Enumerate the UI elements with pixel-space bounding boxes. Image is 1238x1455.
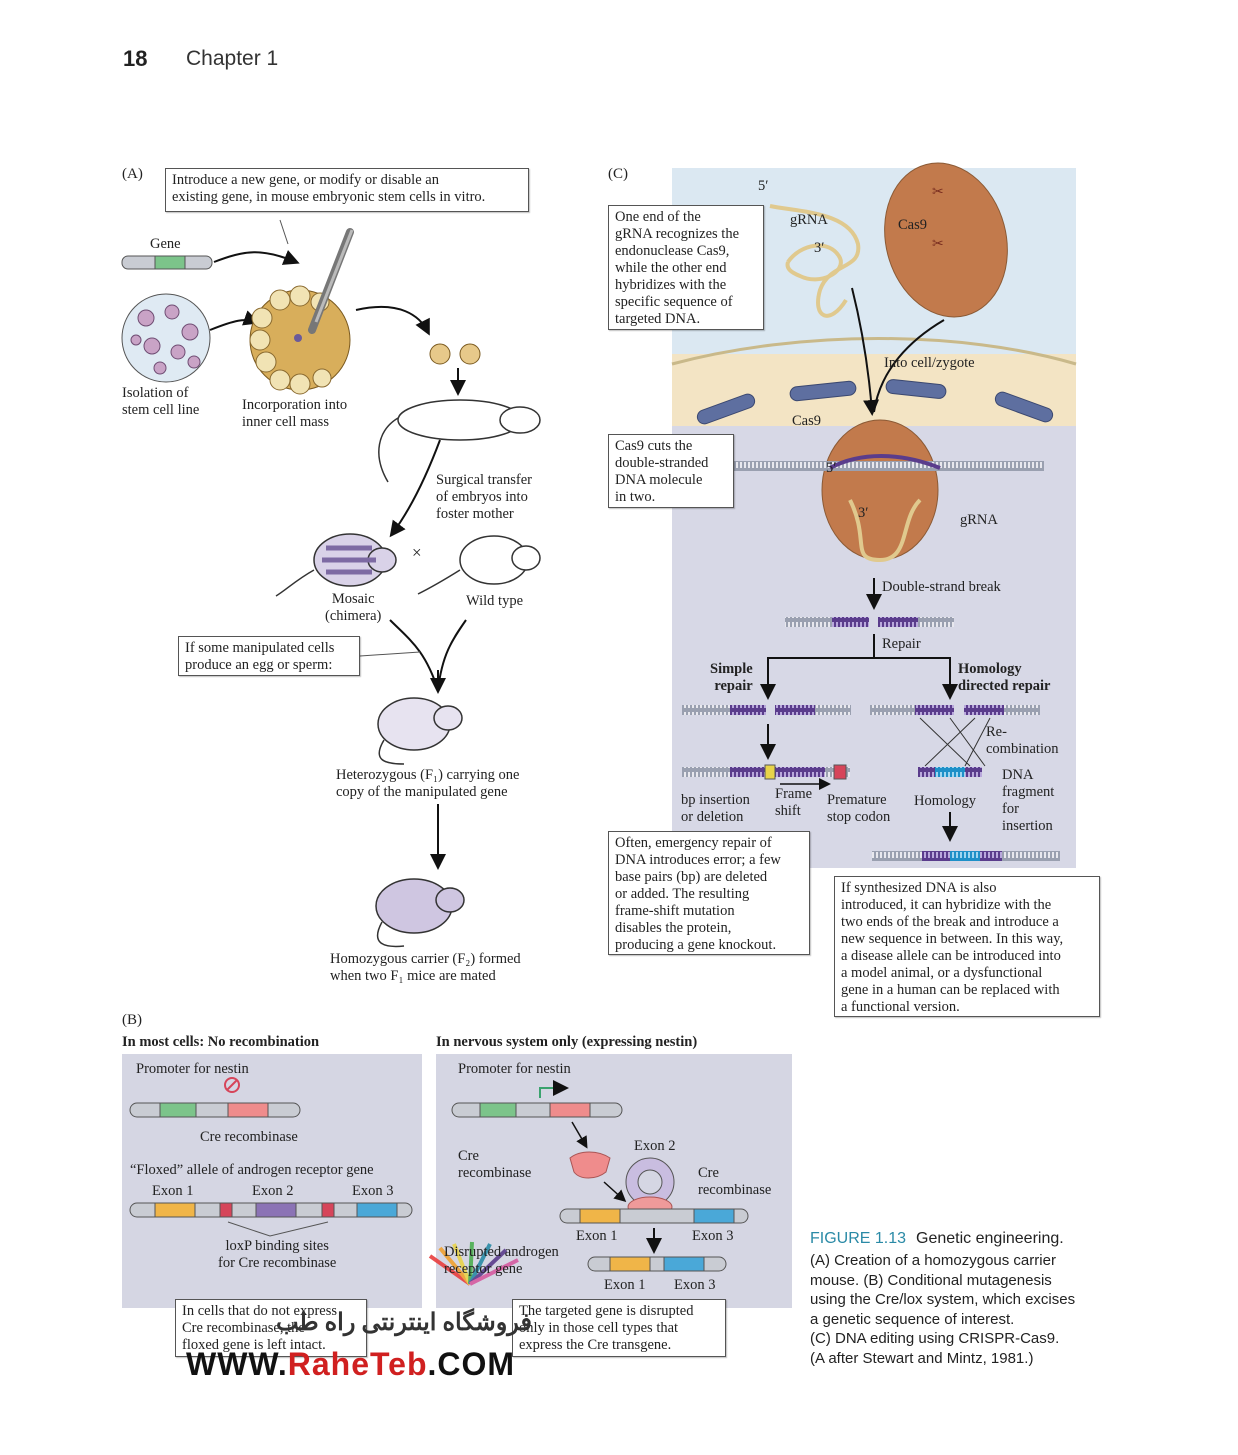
label-homology: Homology [914, 793, 977, 809]
label-premature-stop: Premature stop codon [827, 792, 891, 825]
panel-b-left-background [122, 1054, 422, 1308]
label-cas9-top: Cas9 [898, 217, 927, 233]
label-exon3-right: Exon 3 [692, 1228, 734, 1244]
figure-caption: (A) Creation of a homozygous carrier mou… [810, 1252, 1076, 1367]
homozygous-mouse [375, 878, 465, 948]
label-repair: Repair [882, 636, 921, 652]
label-promoter-right: Promoter for nestin [458, 1061, 571, 1077]
heading-most-cells: In most cells: No recombination [122, 1034, 320, 1050]
panel-b-letter: (B) [122, 1012, 142, 1028]
callout-emergency-repair: Often, emergency repair of DNA introduce… [608, 831, 810, 955]
label-exon3-left: Exon 3 [352, 1183, 394, 1199]
label-heterozygous: Heterozygous (F₁) carrying one copy of t… [336, 767, 520, 800]
label-cre-recombinase-b-right: Cre recombinase [698, 1165, 772, 1198]
label-exon3-final: Exon 3 [674, 1277, 716, 1293]
watermark-suffix: .COM [427, 1346, 516, 1382]
svg-text:✂: ✂ [932, 237, 944, 252]
blastocyst [249, 285, 351, 395]
label-floxed-allele: “Floxed” allele of androgen receptor gen… [130, 1162, 374, 1178]
label-simple-repair: Simple repair [710, 661, 753, 694]
label-grna-cell: gRNA [960, 512, 998, 528]
panel-a-letter: (A) [122, 166, 143, 182]
label-promoter-left: Promoter for nestin [136, 1061, 249, 1077]
cross-symbol: × [412, 543, 422, 562]
watermark-url: WWW.RaheTeb.COM [186, 1346, 515, 1383]
label-loxp: loxP binding sites for Cre recombinase [218, 1238, 337, 1271]
label-frame-shift: Frame shift [775, 786, 813, 819]
label-incorporation: Incorporation into inner cell mass [242, 397, 348, 430]
svg-text:✂: ✂ [932, 185, 944, 200]
label-dna-fragment: DNA fragment for insertion [1002, 767, 1055, 834]
label-homology-directed: Homology directed repair [958, 661, 1051, 694]
cas9-in-cell [821, 419, 939, 561]
callout-cas9-cuts: Cas9 cuts the double-stranded DNA molecu… [608, 434, 734, 508]
cas9-protein [884, 162, 1008, 318]
label-grna-top: gRNA [790, 212, 828, 228]
figure-title: FIGURE 1.13 Genetic engineering. [810, 1230, 1064, 1248]
watermark-prefix: WWW. [186, 1346, 288, 1382]
label-wild-type: Wild type [466, 593, 524, 609]
watermark-brand: RaheTeb [287, 1346, 428, 1382]
label-three-prime-cell: 3′ [858, 505, 869, 521]
grna-molecule [769, 204, 861, 318]
page-number: 18 [123, 46, 148, 71]
label-exon1-right: Exon 1 [576, 1228, 618, 1244]
panel-b-left-construct [129, 1077, 301, 1118]
callout-grna: One end of the gRNA recognizes the endon… [608, 205, 764, 330]
heterozygous-mouse [377, 697, 463, 765]
label-exon1-final: Exon 1 [604, 1277, 646, 1293]
label-double-strand-break: Double-strand break [882, 579, 1001, 595]
figure-title-text: Genetic engineering. [916, 1230, 1064, 1247]
label-disrupted-gene: Disrupted androgen receptor gene [444, 1244, 559, 1277]
label-cas9-cell: Cas9 [792, 413, 821, 429]
label-exon1-left: Exon 1 [152, 1183, 194, 1199]
watermark-persian: فروشگاه اینترنتی راه طب [275, 1310, 532, 1336]
foster-mother-mouse [378, 399, 541, 483]
label-surgical-transfer: Surgical transfer of embryos into foster… [436, 472, 532, 522]
label-three-prime-top: 3′ [814, 240, 825, 256]
label-gene: Gene [150, 236, 181, 252]
embryos [429, 343, 481, 365]
label-isolation: Isolation of stem cell line [122, 385, 200, 418]
panel-c-letter: (C) [608, 166, 628, 182]
label-recombination: Re- combination [986, 724, 1059, 757]
label-cre-recombinase-b-left: Cre recombinase [458, 1148, 532, 1181]
label-cre-recombinase-left: Cre recombinase [200, 1129, 298, 1145]
watermark-logo [428, 1241, 519, 1286]
callout-egg-sperm: If some manipulated cells produce an egg… [178, 636, 360, 676]
callout-no-cre: In cells that do not express Cre recombi… [175, 1299, 367, 1357]
label-mosaic: Mosaic (chimera) [325, 591, 382, 624]
mosaic-mouse [275, 533, 397, 597]
label-five-prime-cell: 5′ [826, 460, 837, 476]
panel-b-right-construct [451, 1080, 623, 1118]
label-exon2-left: Exon 2 [252, 1183, 294, 1199]
label-into-cell: Into cell/zygote [884, 355, 975, 371]
figure-number: FIGURE 1.13 [810, 1230, 907, 1247]
stem-cell-dish [121, 293, 211, 383]
callout-cre-disrupted: The targeted gene is disrupted only in t… [512, 1299, 726, 1357]
label-homozygous: Homozygous carrier (F₂) formed when two … [330, 951, 521, 984]
label-exon2-right: Exon 2 [634, 1138, 676, 1154]
callout-introduce-gene: Introduce a new gene, or modify or disab… [165, 168, 529, 212]
exon2-loop [625, 1157, 675, 1218]
panel-b-floxed-allele [129, 1202, 413, 1237]
label-five-prime-top: 5′ [758, 178, 769, 194]
gene-bar [121, 255, 213, 270]
wild-type-mouse [417, 535, 541, 595]
callout-synthesized-dna: If synthesized DNA is also introduced, i… [834, 876, 1100, 1017]
chapter-title: Chapter 1 [186, 47, 279, 70]
heading-nervous-system: In nervous system only (expressing nesti… [436, 1034, 698, 1050]
label-bp-insertion: bp insertion or deletion [681, 792, 750, 825]
